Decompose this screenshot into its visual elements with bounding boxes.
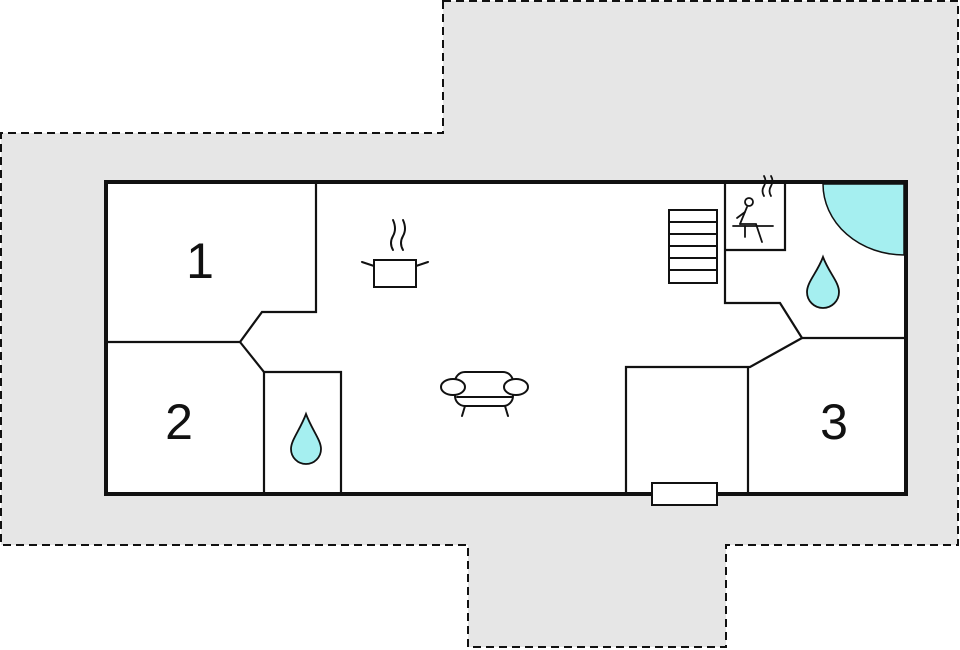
sauna-icon bbox=[732, 175, 774, 243]
water-drop-icon bbox=[290, 411, 322, 465]
stairs-icon bbox=[668, 209, 718, 284]
house-outline bbox=[104, 180, 908, 496]
sofa-icon bbox=[440, 371, 529, 417]
room-label-1: 1 bbox=[186, 233, 214, 289]
cooking-pot-icon bbox=[361, 219, 429, 288]
room-label-2: 2 bbox=[165, 394, 193, 450]
room-label-3: 3 bbox=[820, 394, 848, 450]
spa-pool-icon bbox=[822, 183, 905, 256]
interior-walls bbox=[108, 184, 904, 492]
water-drop-icon bbox=[806, 254, 840, 309]
entrance-door-icon bbox=[651, 482, 718, 506]
